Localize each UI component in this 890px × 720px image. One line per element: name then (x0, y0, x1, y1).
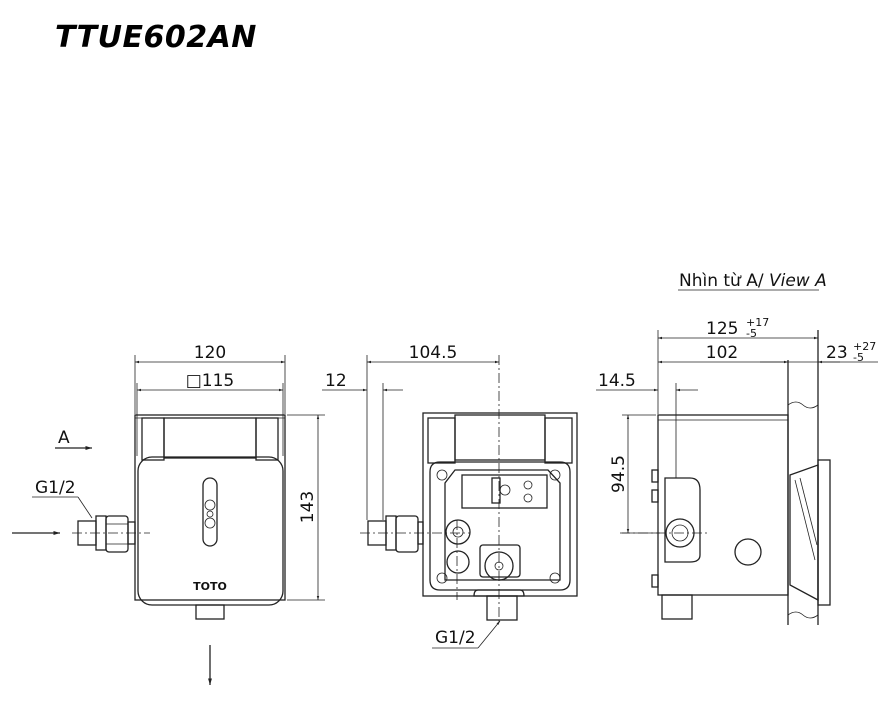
front-view: TOTO A G1/2 120 □115 143 (12, 343, 325, 685)
view-a-title: Nhìn từ A/ View A (679, 271, 827, 291)
toto-logo: TOTO (193, 580, 227, 593)
dim-depth: 104.5 (409, 343, 458, 363)
dim-offset: 12 (325, 371, 347, 391)
sensor-window (202, 477, 218, 547)
inlet-thread-label: G1/2 (35, 478, 76, 498)
outlet-thread-label: G1/2 (435, 628, 476, 648)
dim-body-depth: 102 (706, 343, 738, 363)
dim-width: 120 (194, 343, 226, 363)
internal-view: 104.5 12 G1/2 (322, 343, 578, 649)
dim-view-a-offset: 14.5 (598, 371, 636, 391)
dim-total-depth: 125 (706, 319, 738, 339)
view-a-arrow-label: A (58, 428, 70, 448)
view-a: Nhìn từ A/ View A 125 +17 -5 102 23 +27 … (596, 271, 878, 625)
dim-square: □115 (186, 371, 235, 391)
model-title: TTUE602AN (55, 20, 257, 55)
dim-total-tol-plus: +17 (746, 316, 769, 329)
dim-wall-tol-plus: +27 (853, 340, 876, 353)
dim-wall: 23 (826, 343, 848, 363)
dim-total-tol-minus: -5 (746, 327, 757, 340)
wall-flange (817, 459, 831, 606)
dim-height: 143 (298, 491, 318, 523)
dim-view-a-height: 94.5 (609, 455, 629, 493)
dim-wall-tol-minus: -5 (853, 351, 864, 364)
outlet-pipe (486, 595, 518, 621)
